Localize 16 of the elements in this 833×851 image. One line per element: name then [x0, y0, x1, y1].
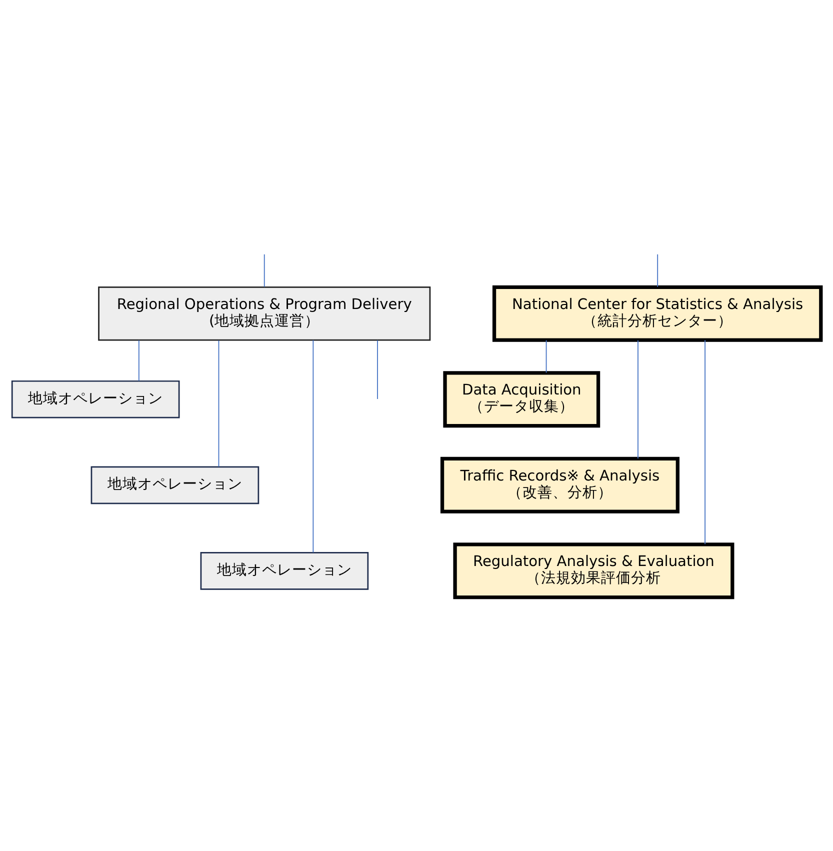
connector: [138, 340, 140, 382]
node-box: 地域オペレーション: [11, 380, 180, 418]
connector: [218, 340, 220, 468]
connector: [377, 340, 378, 400]
node-box: Data Acquisition （データ収集）: [443, 371, 600, 428]
node-box: National Center for Statistics & Analysis （統計分析センター）: [492, 285, 823, 342]
node-box: 地域オペレーション: [200, 552, 369, 590]
node-box: Regional Operations & Program Delivery (地域拠点運営）: [98, 286, 431, 341]
connector: [704, 340, 706, 545]
node-box: Regulatory Analysis & Evaluation （法規効果評価分析: [453, 542, 734, 600]
connector: [546, 340, 547, 374]
connector: [264, 254, 265, 288]
node-box: 地域オペレーション: [90, 466, 260, 504]
connector: [312, 340, 314, 553]
connector: [657, 254, 658, 288]
node-box: Traffic Records※ & Analysis （改善、分析）: [440, 456, 680, 514]
